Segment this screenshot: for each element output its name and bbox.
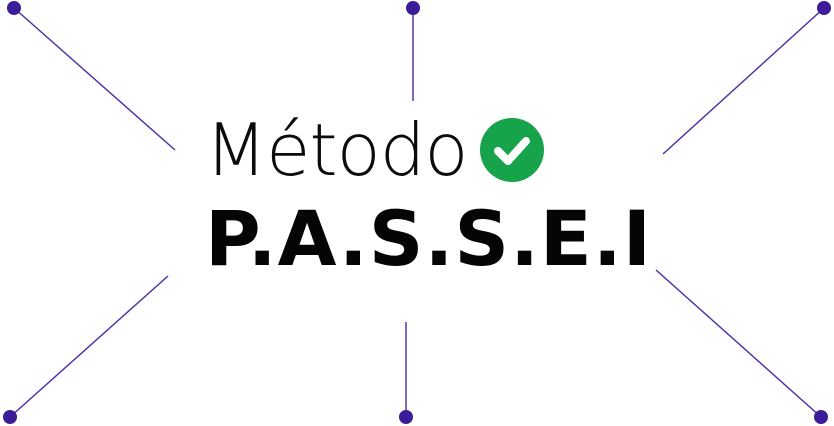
logo-subtitle: P.A.S.S.E.I: [205, 194, 652, 283]
connector-line-bottom-right: [655, 269, 822, 418]
method-logo: Método P.A.S.S.E.I: [205, 108, 652, 288]
connector-line-top-right: [662, 7, 825, 155]
connector-dot-bottom-right: [814, 410, 828, 424]
connector-line-top-left: [13, 7, 176, 151]
connector-dot-bottom-left: [3, 410, 17, 424]
connector-dot-bottom-center: [399, 410, 413, 424]
connector-dot-top-center: [406, 1, 420, 15]
check-circle-icon: [480, 118, 545, 182]
connector-line-bottom-left: [9, 275, 169, 418]
connector-dot-top-left: [7, 1, 21, 15]
logo-title-line: Método: [205, 108, 545, 192]
connector-dot-top-right: [817, 1, 831, 15]
logo-title: Método: [205, 108, 468, 192]
